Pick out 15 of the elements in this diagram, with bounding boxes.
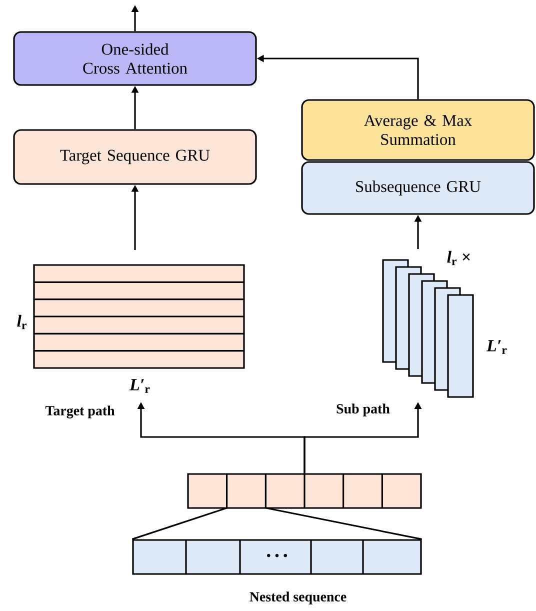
node-label: Nested sequence [250,592,346,604]
expansion-lines [131,507,423,540]
edge-label: Target path [45,406,115,418]
dimension-label: l$_{r}$ [17,314,26,330]
summation-box: Average & Max Summation [301,99,535,161]
sequence-row [187,473,422,509]
attention-box: One-sided Cross Attention [13,31,257,86]
dimension-label: l$_{r}$ × [447,250,470,266]
gru-box: Target Sequence GRU [13,129,257,185]
edge-label: Sub path [336,404,390,416]
sequence-row: • • • [132,539,422,575]
matrix-drawing [33,264,245,369]
gru-box: Subsequence GRU [301,161,535,215]
dimension-label: L′$_{r}$ [486,340,507,354]
dimension-label: L′$_{r}$ [129,379,150,393]
